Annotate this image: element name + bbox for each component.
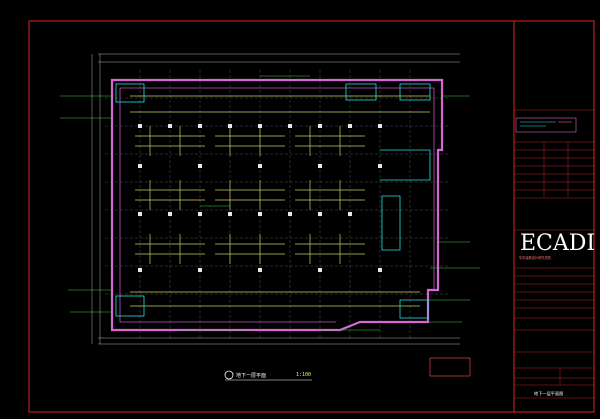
title-block-grid xyxy=(514,109,594,399)
title-block-company-cn: 华东建筑设计研究总院 xyxy=(519,256,551,260)
annotations xyxy=(60,75,480,377)
revision-note xyxy=(515,117,577,133)
sheet-frame xyxy=(28,20,595,413)
plan-scale: 1:100 xyxy=(296,372,312,378)
columns xyxy=(138,124,382,272)
plan-title-bubble xyxy=(224,370,234,380)
axis-grid xyxy=(105,70,450,340)
plan-title: 地下一层平面 xyxy=(236,373,267,379)
stair-cores xyxy=(115,83,431,319)
dimension-lines xyxy=(91,53,460,345)
inner-wall xyxy=(119,87,435,323)
title-block-drawing-name: 地下一层平面图 xyxy=(534,391,564,396)
parking-stalls xyxy=(130,95,430,307)
title-block-logo: ECADI xyxy=(520,231,596,256)
building-outline xyxy=(110,78,444,332)
